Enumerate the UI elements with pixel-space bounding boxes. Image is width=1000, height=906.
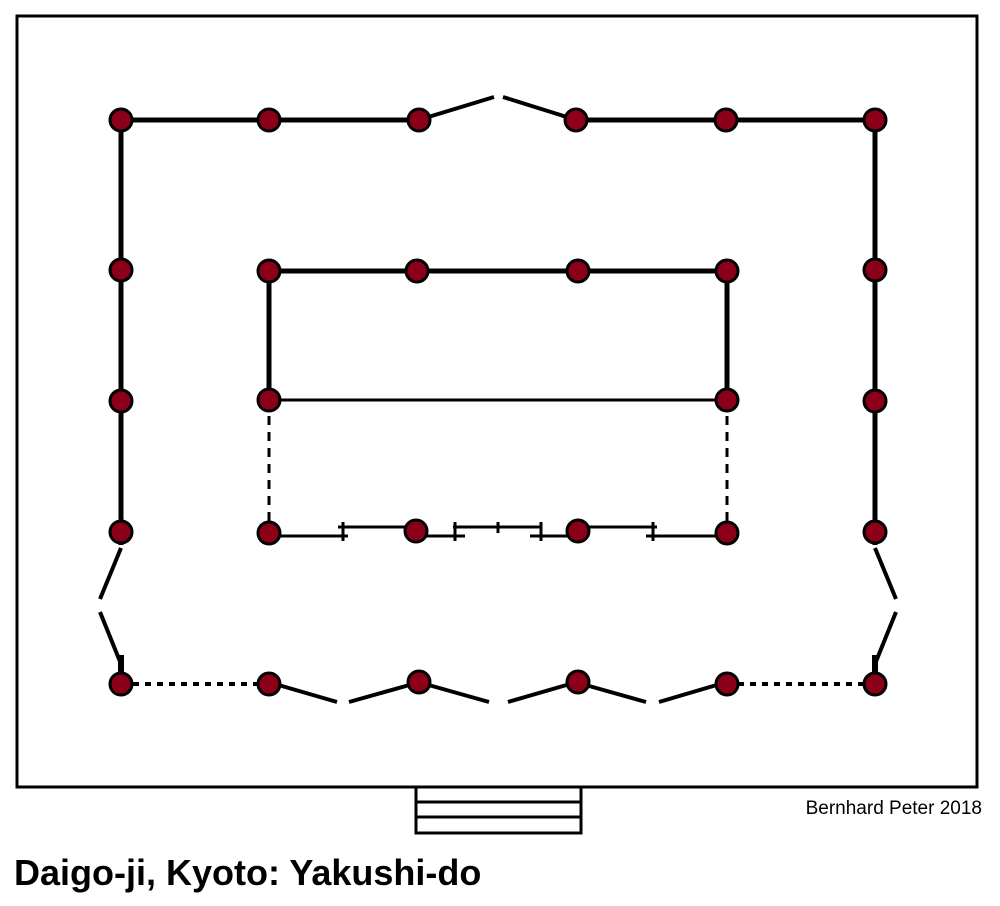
page-title: Daigo-ji, Kyoto: Yakushi-do [14,852,482,893]
column-marker [108,257,134,283]
column-marker [862,107,888,133]
column-marker [565,258,591,284]
outer-walls [118,117,878,545]
outer-doors [98,95,898,704]
steps [414,785,583,835]
inner-walls [266,268,730,533]
column-marker [714,258,740,284]
column-marker [406,107,432,133]
column-marker [256,520,282,546]
columns [108,107,888,697]
column-marker [565,518,591,544]
column-marker [256,107,282,133]
sliding-doors [269,522,727,541]
column-marker [108,107,134,133]
column-marker [403,518,429,544]
column-marker [862,388,888,414]
column-marker [714,671,740,697]
column-marker [108,388,134,414]
column-marker [256,671,282,697]
column-marker [713,107,739,133]
credit-text: Bernhard Peter 2018 [805,798,982,819]
column-marker [256,387,282,413]
column-marker [714,520,740,546]
column-marker [862,519,888,545]
column-marker [862,671,888,697]
column-marker [563,107,589,133]
column-marker [406,669,432,695]
column-marker [404,258,430,284]
column-marker [565,669,591,695]
column-marker [714,387,740,413]
column-marker [862,257,888,283]
column-marker [256,258,282,284]
column-marker [108,519,134,545]
column-marker [108,671,134,697]
